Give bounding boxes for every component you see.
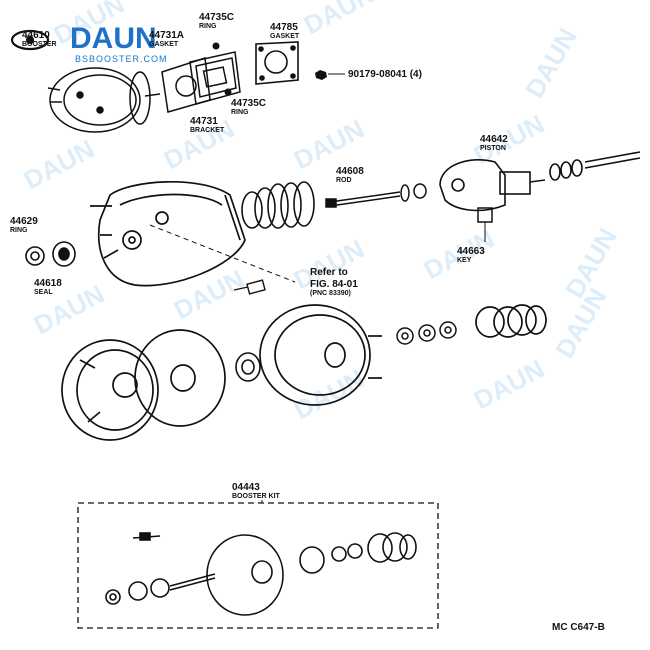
part-name: RING [199,23,217,30]
label-04443: 04443 BOOSTER KIT [232,482,281,500]
label-44642: 44642 PISTON [480,134,508,152]
part-name: GASKET [270,33,300,40]
piston-seal-stack [475,304,547,338]
check-valve [233,279,266,295]
part-number: 44618 [34,278,62,289]
washer-set [396,321,457,345]
reference-dashed-line [149,224,296,283]
label-90179: 90179-08041 (4) [348,69,422,80]
part-name: SEAL [34,289,53,296]
eye-pupil-icon [26,36,34,44]
label-44735c-mid: 44735C RING [231,98,266,116]
watermark: DAUN [169,264,249,326]
logo-url: BSBOOSTER.COM [75,54,168,64]
gasket-44785 [255,41,299,85]
watermark: DAUN [469,354,549,416]
watermark: DAUN [19,134,99,196]
logo-text: DAUN [70,22,157,55]
part-number: 44731 [190,116,218,127]
brand-logo: DAUN BSBOOSTER.COM [10,22,168,64]
label-44663: 44663 KEY [457,246,485,264]
part-number: 90179-08041 (4) [348,69,422,80]
part-name: BRACKET [190,127,225,134]
part-number: 44731A [149,30,184,41]
part-name: PISTON [480,145,506,152]
part-name: BOOSTER KIT [232,493,281,500]
part-number: 04443 [232,482,260,493]
part-number: 44608 [336,166,364,177]
nut-90179 [315,70,345,80]
label-44629: 44629 RING [10,216,38,234]
watermark: DAUN [549,283,613,363]
piston-44642 [439,151,641,212]
seal-44618 [52,241,76,267]
label-44608: 44608 ROD [336,166,364,184]
part-number: 44735C [231,98,266,109]
label-44731: 44731 BRACKET [190,116,225,134]
label-44735c-top: 44735C RING [199,12,234,30]
kit-contents [105,532,417,616]
diaphragm-plate [259,304,382,406]
part-name: KEY [457,257,472,264]
rod-44608 [325,183,427,208]
part-number: 44663 [457,246,485,257]
label-44731a: 44731A GASKET [149,30,184,48]
part-number: 44642 [480,134,508,145]
part-name: RING [10,227,28,234]
part-number: 44785 [270,22,298,33]
part-name: ROD [336,177,352,184]
booster-assembly-small [47,67,161,133]
watermark: DAUN [299,0,379,40]
part-number: 44735C [199,12,234,23]
label-44618: 44618 SEAL [34,278,62,296]
part-name: GASKET [149,41,179,48]
part-number: 44610 [22,30,50,41]
booster-kit-box [77,502,439,629]
reference-note: Refer to [310,267,348,278]
gasket-44731a [161,57,211,113]
ring-44629 [25,246,45,266]
part-name: BOOSTER [22,41,57,48]
label-44610: 44610 BOOSTER [22,30,57,48]
front-shell [134,329,226,427]
rear-shell [61,339,159,441]
label-44785: 44785 GASKET [270,22,300,40]
label-refer-to: Refer to FIG. 84-01 (PNC 83390) [310,267,358,297]
diaphragm-seal [235,352,261,382]
booster-body [90,181,246,287]
part-name: RING [231,109,249,116]
ring-44735c-top [212,42,220,50]
return-spring [241,181,315,229]
watermark: DAUN [519,23,583,103]
part-number: 44629 [10,216,38,227]
ring-44735c-mid [224,88,232,96]
reference-pnc: (PNC 83390) [310,290,351,297]
figure-code: MC C647-B [552,622,605,633]
bracket-44731 [189,51,241,105]
eye-icon [10,29,50,51]
reference-figure: FIG. 84-01 [310,279,358,290]
